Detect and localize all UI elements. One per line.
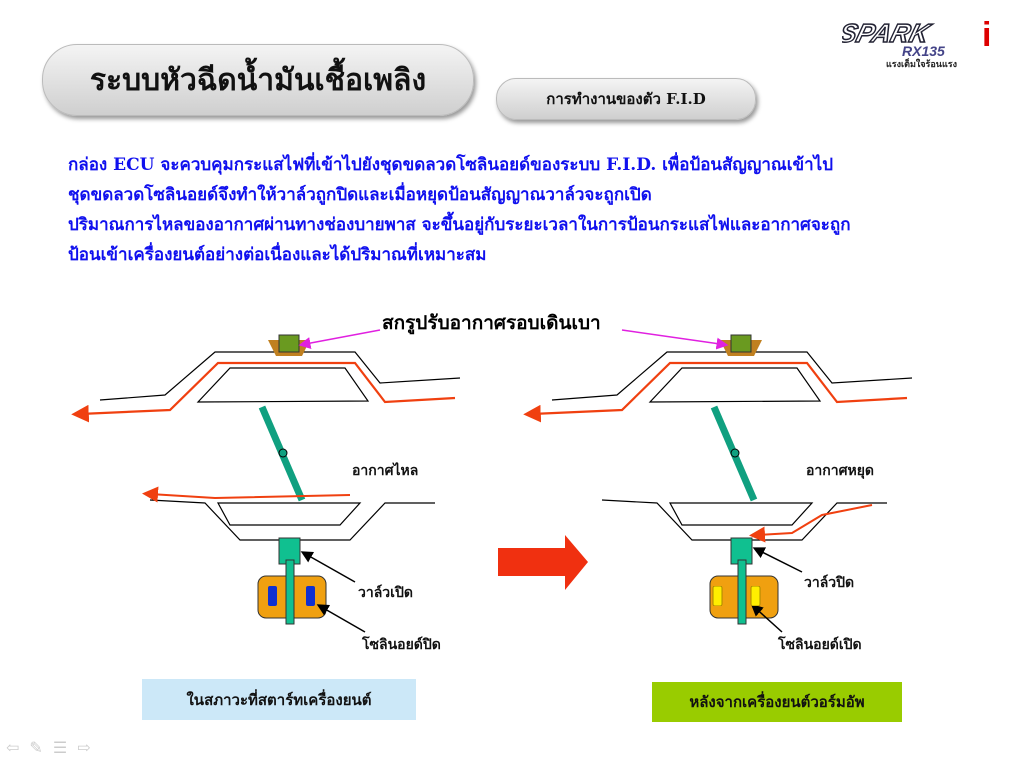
svg-text:แรงเต็มใจร้อนแรง: แรงเต็มใจร้อนแรง [886, 57, 957, 68]
slide-subtitle: การทำงานของตัว F.I.D [496, 78, 756, 120]
description-paragraph: กล่อง ECU จะควบคุมกระแสไฟที่เข้าไปยังชุด… [68, 150, 978, 270]
diagram-title: สกรูปรับอากาศรอบเดินเบา [382, 312, 601, 334]
description-line: ปริมาณการไหลของอากาศผ่านทางช่องบายพาส จะ… [68, 215, 851, 235]
right-solenoid-inserts [712, 586, 761, 606]
svg-text:RX135: RX135 [902, 43, 945, 59]
right-air-label: อากาศหยุด [806, 463, 875, 479]
right-solenoid-label: โซลินอยด์เปิด [778, 637, 862, 653]
left-solenoid-label: โซลินอยด์ปิด [362, 637, 441, 653]
left-air-label: อากาศไหล [352, 463, 419, 479]
transition-arrow [498, 535, 588, 590]
right-valve-label: วาล์วปิด [804, 575, 855, 591]
right-diagram [532, 329, 912, 633]
menu-icon[interactable]: ☰ [52, 738, 68, 757]
left-diagram [80, 329, 460, 633]
svg-text:SPARK: SPARK [842, 18, 935, 47]
arrow-right-icon[interactable]: ⇨ [77, 738, 91, 757]
svg-text:i: i [982, 16, 991, 54]
slide-nav: ⇦ ✎ ☰ ⇨ [6, 738, 91, 757]
description-line: ชุดขดลวดโซลินอยด์จึงทำให้วาล์วถูกปิดและเ… [68, 185, 652, 205]
slide-title: ระบบหัวฉีดน้ำมันเชื้อเพลิง [42, 44, 474, 116]
spark-logo: SPARK i RX135 แรงเต็มใจร้อนแรง [835, 10, 1017, 70]
left-valve-label: วาล์วเปิด [358, 585, 413, 601]
right-caption: หลังจากเครื่องยนต์วอร์มอัพ [652, 682, 902, 722]
description-line: ป้อนเข้าเครื่องยนต์อย่างต่อเนื่องและได้ป… [68, 245, 487, 265]
left-caption: ในสภาวะที่สตาร์ทเครื่องยนต์ [142, 679, 416, 720]
arrow-left-icon[interactable]: ⇦ [6, 738, 20, 757]
description-line: กล่อง ECU จะควบคุมกระแสไฟที่เข้าไปยังชุด… [68, 155, 834, 175]
pen-icon[interactable]: ✎ [29, 738, 43, 757]
